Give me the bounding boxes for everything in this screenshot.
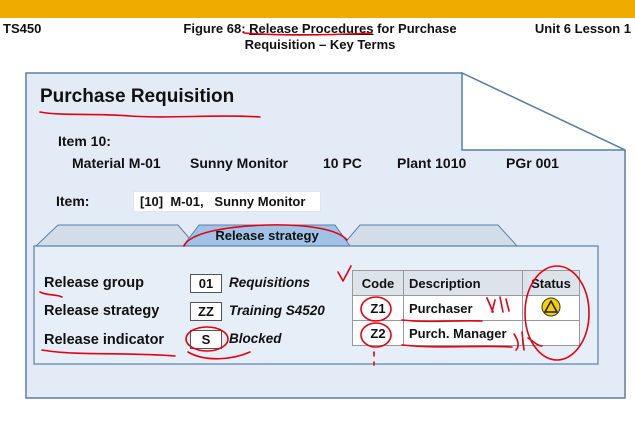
tab-right [340, 224, 519, 247]
quantity-field: 10 PC [323, 155, 362, 171]
purchasing-group-field: PGr 001 [506, 155, 559, 171]
row-description: Purch. Manager [403, 320, 523, 346]
release-codes-table: Code Description Status Z1 Purchaser Z2 … [352, 270, 580, 346]
release-strategy-desc: Training S4520 [229, 303, 325, 318]
table-row[interactable]: Z2 Purch. Manager [352, 320, 580, 346]
column-header-status: Status [522, 270, 580, 296]
release-indicator-desc: Blocked [229, 331, 282, 346]
page-title: Purchase Requisition [40, 86, 235, 107]
warning-triangle-icon [541, 297, 561, 316]
tab-left [34, 224, 198, 247]
unit-label: Unit 6 Lesson 1 [534, 21, 631, 36]
table-header-row: Code Description Status [352, 270, 580, 296]
release-indicator-code[interactable]: S [190, 330, 222, 349]
course-code: TS450 [3, 21, 42, 36]
figure-prefix: Figure 68: [183, 21, 250, 36]
material-field: Material M-01 [72, 155, 161, 171]
item-label: Item: [56, 193, 90, 209]
release-strategy-label: Release strategy [44, 303, 160, 319]
brand-bar [0, 0, 635, 18]
description-field: Sunny Monitor [190, 155, 288, 171]
table-row[interactable]: Z1 Purchaser [352, 295, 580, 321]
row-code: Z1 [352, 295, 404, 321]
column-header-code: Code [352, 270, 404, 296]
status-cell [522, 320, 580, 346]
release-group-code[interactable]: 01 [190, 274, 222, 293]
figure-line2: Requisition – Key Terms [244, 37, 396, 52]
tab-release-strategy[interactable]: Release strategy [215, 228, 319, 243]
column-header-description: Description [403, 270, 523, 296]
release-group-label: Release group [44, 275, 144, 291]
release-indicator-label: Release indicator [44, 332, 165, 348]
figure-rest: for Purchase [373, 21, 457, 36]
plant-field: Plant 1010 [397, 155, 467, 171]
release-strategy-code[interactable]: ZZ [190, 302, 222, 321]
row-description: Purchaser [403, 295, 523, 321]
release-group-desc: Requisitions [229, 275, 311, 290]
item-select-field[interactable]: [10] M-01, Sunny Monitor [133, 191, 321, 212]
status-cell [522, 295, 580, 321]
folded-corner [461, 71, 626, 151]
row-code: Z2 [352, 320, 404, 346]
item-heading: Item 10: [58, 133, 111, 149]
